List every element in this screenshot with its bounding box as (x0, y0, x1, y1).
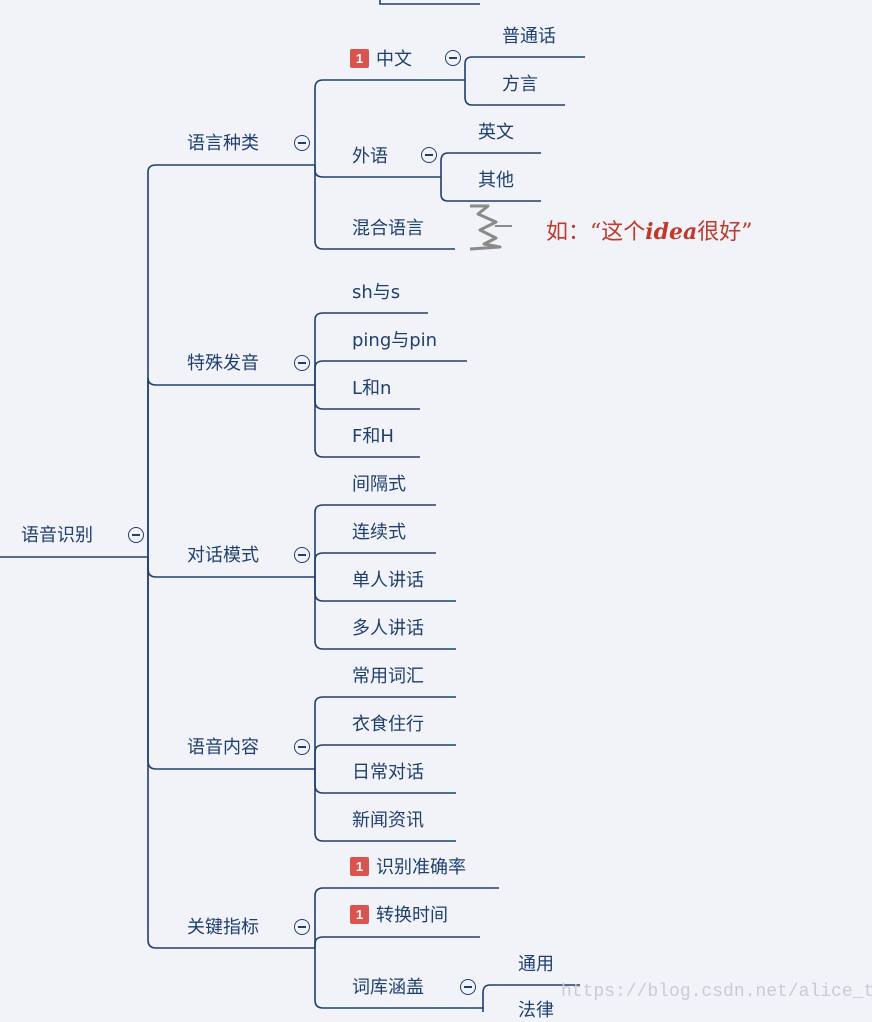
collapse-ciku-icon[interactable] (460, 979, 476, 995)
connector-yingwen (440, 152, 541, 177)
collapse-branch-5-icon[interactable] (294, 919, 310, 935)
collapse-waiyu-icon[interactable] (421, 147, 437, 163)
topic-richang[interactable]: 日常对话 (352, 762, 424, 783)
collapse-branch-2-icon[interactable] (294, 355, 310, 371)
connector-zhuanhuan (314, 936, 480, 948)
connector-changyong (314, 696, 456, 769)
topic-danren[interactable]: 单人讲话 (352, 570, 424, 591)
branch-duihua-moshi[interactable]: 对话模式 (187, 545, 259, 566)
topic-yingwen[interactable]: 英文 (478, 122, 514, 143)
connector-putonghua (464, 56, 585, 80)
topic-hunhe-yuyan[interactable]: 混合语言 (352, 218, 424, 239)
example-note: 如：“这个idea很好” (546, 219, 753, 245)
priority-1-icon: 1 (350, 49, 369, 68)
connector-branch-2 (147, 377, 315, 557)
collapse-branch-3-icon[interactable] (294, 547, 310, 563)
topic-f-h[interactable]: F和H (352, 426, 394, 447)
connector-ciku (314, 948, 483, 1009)
topic-zhongwen[interactable]: 中文 (376, 49, 412, 70)
connector-cropped (379, 0, 480, 5)
topic-zhuanhuan[interactable]: 转换时间 (376, 905, 448, 926)
watermark: https://blog.csdn.net/alice_tl (561, 982, 872, 1002)
topic-putonghua[interactable]: 普通话 (502, 26, 556, 47)
connector-branch-1 (147, 164, 315, 557)
topic-qita[interactable]: 其他 (478, 170, 514, 191)
connector-jiange (314, 504, 436, 577)
branch-yuyin-neirong[interactable]: 语音内容 (187, 737, 259, 758)
topic-duoren[interactable]: 多人讲话 (352, 618, 424, 639)
connector-branch-5 (147, 557, 315, 949)
branch-guanjian-zhibiao[interactable]: 关键指标 (187, 917, 259, 938)
connector-ping (314, 360, 467, 385)
topic-sh-s[interactable]: sh与s (352, 282, 401, 303)
topic-ping-pin[interactable]: ping与pin (352, 330, 438, 351)
topic-ciku[interactable]: 词库涵盖 (352, 977, 424, 998)
topic-tongyong[interactable]: 通用 (518, 954, 554, 975)
topic-zhunquelv[interactable]: 识别准确率 (376, 857, 466, 878)
branch-teshu-fayin[interactable]: 特殊发音 (187, 353, 259, 374)
connector-fh (314, 385, 420, 458)
topic-jiange[interactable]: 间隔式 (352, 474, 406, 495)
topic-changyong[interactable]: 常用词汇 (352, 666, 424, 687)
zigzag-callout-icon (469, 204, 502, 251)
topic-xinwen[interactable]: 新闻资讯 (352, 810, 424, 831)
connector-zhunque (314, 887, 499, 948)
priority-1-icon: 1 (350, 905, 369, 924)
root-topic[interactable]: 语音识别 (21, 525, 93, 546)
connector-lianxu (314, 552, 436, 577)
connector-xinwen (314, 769, 456, 842)
connector-hunhe (314, 165, 455, 250)
collapse-branch-4-icon[interactable] (294, 739, 310, 755)
collapse-zhongwen-icon[interactable] (445, 50, 461, 66)
topic-l-n[interactable]: L和n (352, 378, 392, 399)
priority-1-icon: 1 (350, 857, 369, 876)
topic-waiyu[interactable]: 外语 (352, 146, 388, 167)
connector-tongyong (482, 984, 580, 1008)
connector-fangyan (464, 80, 565, 106)
connector-duoren (314, 577, 456, 650)
connector-sh (314, 312, 428, 385)
connector-qita (440, 177, 541, 202)
collapse-root-icon[interactable] (128, 527, 144, 543)
branch-yuyan-zhonglei[interactable]: 语言种类 (187, 133, 259, 154)
topic-falv[interactable]: 法律 (518, 1000, 554, 1021)
connector-yishi (314, 744, 456, 769)
topic-fangyan[interactable]: 方言 (502, 74, 538, 95)
connector-zhongwen (314, 79, 465, 165)
topic-lianxu[interactable]: 连续式 (352, 522, 406, 543)
collapse-branch-1-icon[interactable] (294, 135, 310, 151)
topic-yishi[interactable]: 衣食住行 (352, 714, 424, 735)
